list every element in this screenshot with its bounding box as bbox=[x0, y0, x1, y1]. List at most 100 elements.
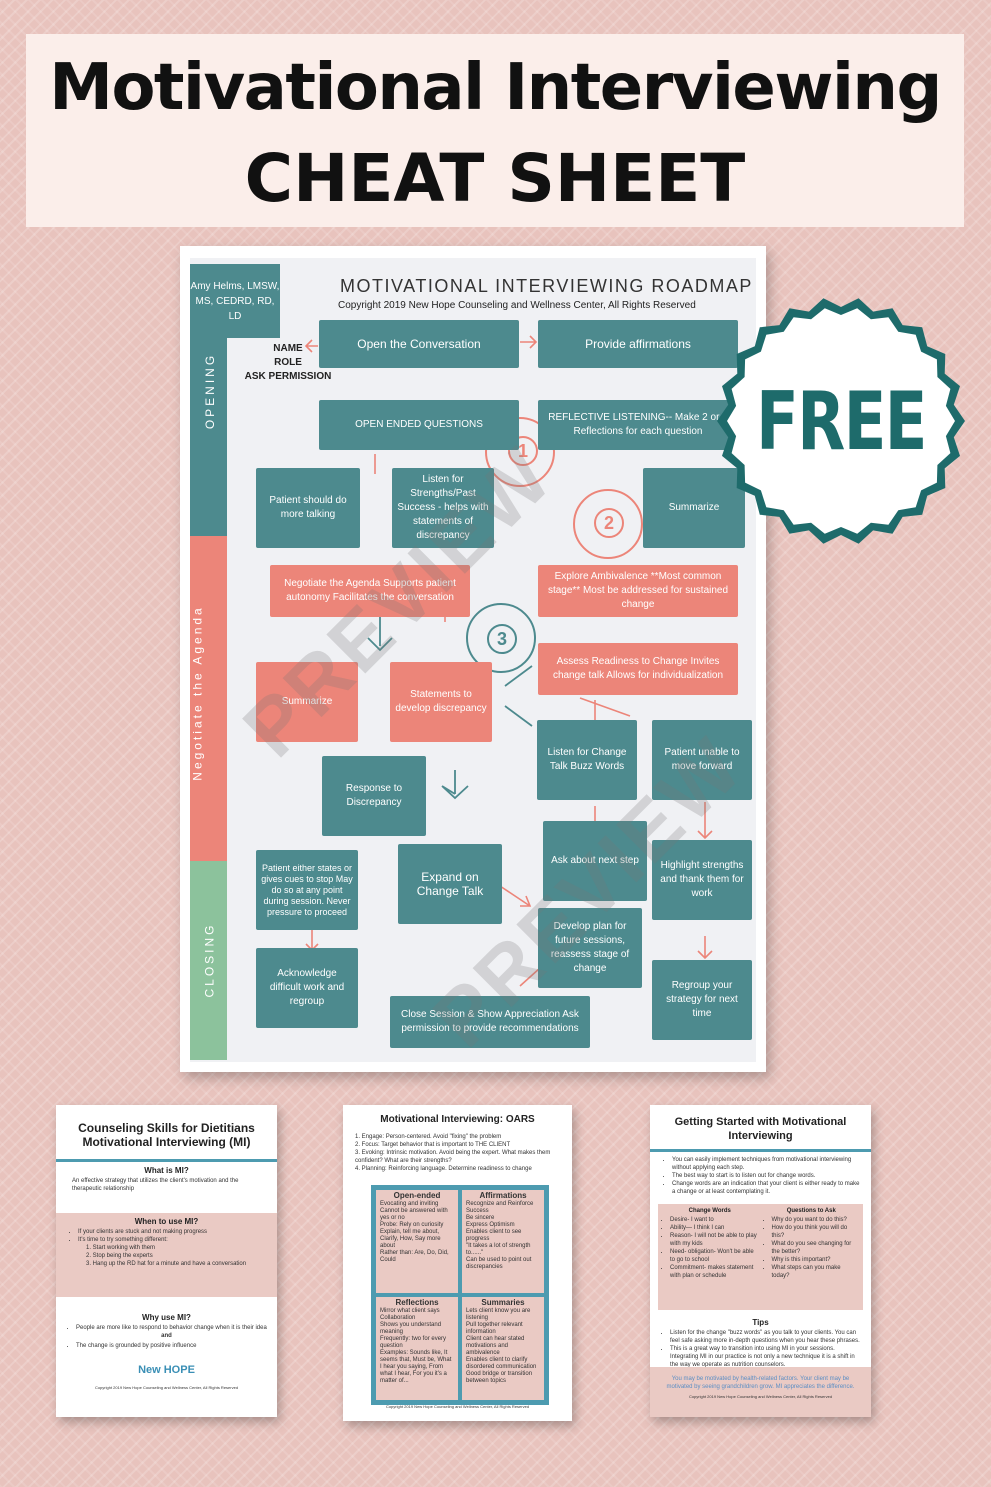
card1-footer: Copyright 2019 New Hope Counseling and W… bbox=[94, 1385, 239, 1390]
card-getting-started: Getting Started with Motivational Interv… bbox=[650, 1105, 871, 1417]
card1-when-step: 2. Stop being the experts bbox=[86, 1253, 153, 1259]
change-words-heading: Change Words bbox=[688, 1208, 731, 1214]
role-text: ROLE bbox=[274, 357, 302, 368]
step-2-badge: 2 bbox=[594, 508, 624, 538]
free-text: FREE bbox=[756, 374, 927, 468]
roadmap-copyright: Copyright 2019 New Hope Counseling and W… bbox=[338, 300, 696, 311]
questions-heading: Questions to Ask bbox=[786, 1208, 836, 1214]
card1-what-text: An effective strategy that utilizes the … bbox=[72, 1178, 239, 1192]
box-ask-next-step: Ask about next step bbox=[543, 821, 647, 901]
card1-why-item: The change is grounded by positive influ… bbox=[76, 1342, 277, 1350]
oars-cell-line: Cannot be answered with yes or no bbox=[380, 1208, 448, 1221]
card1-when-heading: When to use MI? bbox=[134, 1217, 199, 1226]
card2-item: 4. Planning: Reinforcing language. Deter… bbox=[355, 1166, 532, 1172]
name-text: NAME bbox=[273, 343, 303, 354]
oars-cell-line: Collaboration bbox=[380, 1315, 416, 1321]
change-word-item: Reason- I will not be able to play with … bbox=[670, 1232, 758, 1248]
step-1-badge: 1 bbox=[508, 436, 538, 466]
card3-intro-item: Change words are an indication that your… bbox=[672, 1180, 863, 1196]
box-listen-strengths: Listen for Strengths/Past Success - help… bbox=[392, 468, 494, 548]
free-badge: FREE bbox=[712, 292, 970, 550]
oars-cell-line: Can be used to point out discrepancies bbox=[466, 1257, 532, 1270]
box-summarize-2: Summarize bbox=[256, 662, 358, 742]
box-patient-unable: Patient unable to move forward bbox=[652, 720, 752, 800]
card1-title: Counseling Skills for Dietitians Motivat… bbox=[78, 1121, 255, 1149]
change-word-item: Commitment- makes statement with plan or… bbox=[670, 1264, 758, 1280]
box-close-session: Close Session & Show Appreciation Ask pe… bbox=[390, 996, 590, 1048]
box-open-ended: OPEN ENDED QUESTIONS bbox=[319, 400, 519, 450]
card1-when-section: When to use MI? If your clients are stuc… bbox=[56, 1213, 277, 1297]
box-provide-affirmations: Provide affirmations bbox=[538, 320, 738, 368]
oars-cell-line: Enables client to clarify disordered com… bbox=[466, 1357, 537, 1370]
question-item: Why do you want to do this? bbox=[772, 1216, 860, 1224]
question-item: What steps can you make today? bbox=[772, 1264, 860, 1280]
change-word-item: Need- obligation- Won't be able to go to… bbox=[670, 1248, 758, 1264]
oars-cell-line: Express Optimism bbox=[466, 1222, 515, 1228]
oars-cell-line: Mirror what client says bbox=[380, 1308, 440, 1314]
step-3-badge: 3 bbox=[487, 624, 517, 654]
card1-when-item: If your clients are stuck and not making… bbox=[78, 1228, 267, 1236]
card3-footer-band: You may be motivated by health-related f… bbox=[650, 1367, 871, 1417]
oars-cell-line: Lets client know you are listening bbox=[466, 1308, 531, 1321]
oars-cell-line: Pull together relevant information bbox=[466, 1322, 523, 1335]
box-statements-discrepancy: Statements to develop discrepancy bbox=[390, 662, 492, 742]
box-develop-plan: Develop plan for future sessions, reasse… bbox=[538, 908, 642, 988]
oars-cell-heading: Open-ended bbox=[393, 1191, 441, 1200]
tip-item: This is a great way to transition into u… bbox=[670, 1345, 861, 1369]
roadmap-title: MOTIVATIONAL INTERVIEWING ROADMAP bbox=[340, 276, 753, 296]
tips-heading: Tips bbox=[752, 1318, 769, 1327]
title-line-1: Motivational Interviewing bbox=[49, 51, 942, 125]
card2-footer: Copyright 2019 New Hope Counseling and W… bbox=[385, 1404, 530, 1409]
oars-cell-heading: Reflections bbox=[395, 1298, 439, 1307]
name-role-permission: NAME ROLE ASK PERMISSION bbox=[228, 342, 348, 384]
box-response-discrepancy: Response to Discrepancy bbox=[322, 756, 426, 836]
box-negotiate-agenda: Negotiate the Agenda Supports patient au… bbox=[270, 565, 470, 617]
box-assess-readiness: Assess Readiness to Change Invites chang… bbox=[538, 643, 738, 695]
box-regroup-strategy: Regroup your strategy for next time bbox=[652, 960, 752, 1040]
card1-why-and: and bbox=[161, 1333, 172, 1339]
card1-when-step: 3. Hang up the RD hat for a minute and h… bbox=[86, 1261, 247, 1267]
card1-when-item: It's time to try something different: bbox=[78, 1236, 267, 1244]
ask-permission-text: ASK PERMISSION bbox=[244, 371, 332, 382]
title-line-2: CHEAT SHEET bbox=[244, 140, 746, 217]
box-reflective-listening: REFLECTIVE LISTENING-- Make 2 or 3 Refle… bbox=[538, 400, 738, 450]
change-word-item: Desire- I want to bbox=[670, 1216, 758, 1224]
question-item: How do you think you will do this? bbox=[772, 1224, 860, 1240]
card1-what-heading: What is MI? bbox=[144, 1166, 189, 1175]
box-highlight-strengths: Highlight strengths and thank them for w… bbox=[652, 840, 752, 920]
card1-divider bbox=[56, 1159, 277, 1162]
oars-cell-line: Enables client to see progress bbox=[466, 1229, 522, 1242]
box-summarize-1: Summarize bbox=[643, 468, 745, 548]
badge-scalloped-shape bbox=[717, 298, 965, 544]
change-word-item: Ability— I think I can bbox=[670, 1224, 758, 1232]
box-patient-states-stop: Patient either states or gives cues to s… bbox=[256, 850, 358, 930]
card2-title: Motivational Interviewing: OARS bbox=[380, 1114, 535, 1125]
box-patient-talking: Patient should do more talking bbox=[256, 468, 360, 548]
oars-cell-line: Examples: Sounds like, It seems that, Mu… bbox=[380, 1350, 452, 1384]
oars-cell-line: Evocating and inviting bbox=[380, 1201, 439, 1207]
card2-item: 2. Focus: Target behavior that is import… bbox=[355, 1142, 511, 1148]
question-item: What do you see changing for the better? bbox=[772, 1240, 860, 1256]
negotiate-band: Negotiate the Agenda bbox=[190, 536, 227, 861]
oars-cell-line: Good bridge or transition between topics bbox=[466, 1371, 533, 1384]
card3-title: Getting Started with Motivational Interv… bbox=[674, 1116, 847, 1142]
card3-footer-note: You may be motivated by health-related f… bbox=[666, 1376, 855, 1390]
box-explore-ambivalence: Explore Ambivalence **Most common stage*… bbox=[538, 565, 738, 617]
questions-column: Questions to Ask Why do you want to do t… bbox=[764, 1208, 860, 1306]
change-words-column: Change Words Desire- I want to Ability— … bbox=[662, 1208, 758, 1306]
box-expand-change-talk: Expand on Change Talk bbox=[398, 844, 502, 924]
card3-columns: Change Words Desire- I want to Ability— … bbox=[658, 1204, 863, 1310]
title-banner: Motivational Interviewing CHEAT SHEET bbox=[26, 34, 964, 227]
card3-intro-item: The best way to start is to listen out f… bbox=[672, 1172, 863, 1180]
oars-cell-line: Explain, tell me about, Clarify, How, Sa… bbox=[380, 1229, 441, 1249]
oars-cell-line: "It takes a lot of strength to......" bbox=[466, 1243, 531, 1256]
oars-cell-line: Recognize and Reinforce Success bbox=[466, 1201, 534, 1214]
box-listen-change-talk: Listen for Change Talk Buzz Words bbox=[537, 720, 637, 800]
box-acknowledge-work: Acknowledge difficult work and regroup bbox=[256, 948, 358, 1028]
oars-cell-line: Be sincere bbox=[466, 1215, 495, 1221]
box-open-conversation: Open the Conversation bbox=[319, 320, 519, 368]
